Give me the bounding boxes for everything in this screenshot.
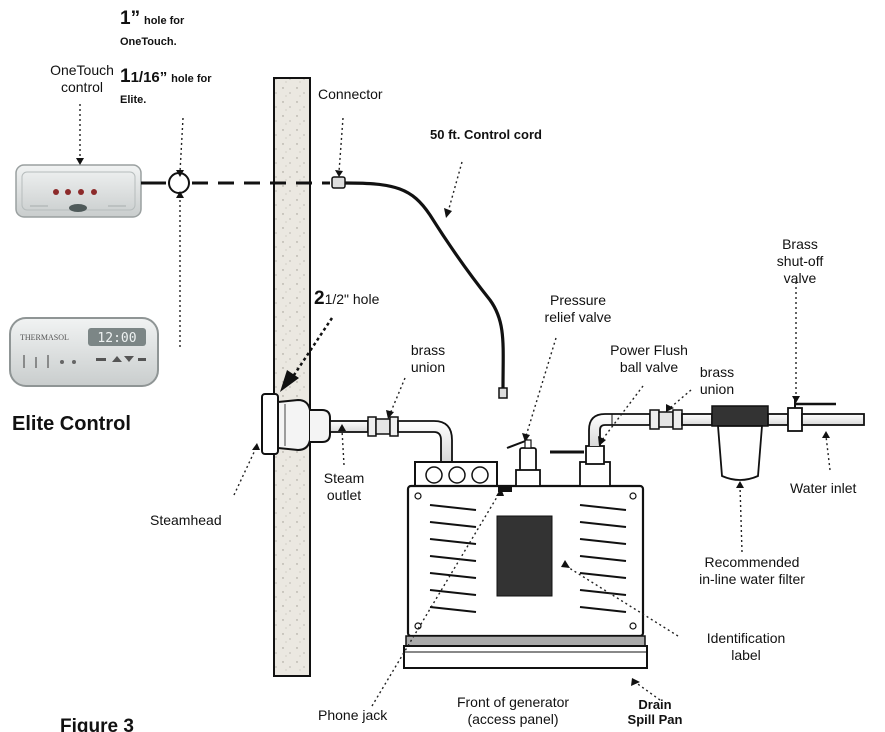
elite-hole-product: Elite. xyxy=(120,94,147,106)
steamhead-hole-whole: 2 xyxy=(314,288,325,309)
power-flush-line2: ball valve xyxy=(619,359,679,375)
drain-spill-pan xyxy=(405,635,646,647)
water-inlet-label: Water inlet xyxy=(790,480,857,496)
onetouch-hole-product: OneTouch. xyxy=(120,36,177,48)
drain-line1: Drain xyxy=(638,697,672,712)
leader-lines xyxy=(79,104,831,707)
identification-label-text: Identification label xyxy=(686,630,806,664)
id-label-line1: Identification xyxy=(706,630,786,646)
brass-union-1-line2: union xyxy=(410,359,446,375)
phone-jack-port xyxy=(498,486,512,492)
svg-text:THERMASOL: THERMASOL xyxy=(20,333,69,342)
figure-caption: Figure 3 xyxy=(60,716,134,732)
power-flush-line1: Power Flush xyxy=(610,342,688,358)
power-flush-label: Power Flush ball valve xyxy=(588,342,710,376)
identification-label-plate xyxy=(496,515,553,597)
steam-outlet-label: Steam outlet xyxy=(316,470,372,504)
svg-text:12:00: 12:00 xyxy=(97,331,136,346)
brass-union-2-line2: union xyxy=(699,381,735,397)
phone-jack-label: Phone jack xyxy=(318,707,388,723)
hole-arrowhead xyxy=(280,370,299,392)
connector-label: Connector xyxy=(318,86,383,102)
water-filter-label: Recommended in-line water filter xyxy=(670,554,834,588)
pressure-relief-line2: relief valve xyxy=(544,309,612,325)
filter-line2: in-line water filter xyxy=(699,571,805,587)
front-of-generator-label: Front of generator (access panel) xyxy=(438,694,588,728)
elite-hole-size-whole: 1 xyxy=(120,66,131,87)
elite-control-device: THERMASOL 12:00 xyxy=(9,317,159,387)
water-line xyxy=(649,396,865,481)
brass-union-1-line1: brass xyxy=(410,342,446,358)
steamhead-label: Steamhead xyxy=(150,512,222,528)
onetouch-hole-size: 1” xyxy=(120,8,141,29)
shutoff-valve-label: Brass shut-off valve xyxy=(760,236,840,287)
filter-line1: Recommended xyxy=(704,554,800,570)
steam-pipe xyxy=(329,416,453,463)
id-label-line2: label xyxy=(731,647,761,663)
brass-union-label-1: brass union xyxy=(396,342,460,376)
steamhead-hole-rest: 1/2" hole xyxy=(324,291,380,307)
cord-connector xyxy=(331,176,346,189)
control-hole xyxy=(168,172,190,194)
brass-shutoff-valve xyxy=(787,407,803,432)
steamhead-hole-label: 21/2" hole xyxy=(314,288,380,309)
onetouch-hole-text: hole for xyxy=(143,15,185,27)
onetouch-label-line2: control xyxy=(60,79,104,95)
elite-hole-note: 11/16” hole for xyxy=(120,66,212,88)
onetouch-control-device xyxy=(15,164,142,218)
onetouch-control-label: OneTouch control xyxy=(34,62,130,96)
steam-outlet-line1: Steam xyxy=(323,470,365,486)
shutoff-line1: Brass xyxy=(782,236,818,252)
front-line1: Front of generator xyxy=(456,694,570,710)
brass-union-label-2: brass union xyxy=(686,364,748,398)
steamhead xyxy=(261,393,331,455)
water-filter xyxy=(711,405,769,427)
control-cord-label: 50 ft. Control cord xyxy=(430,127,542,142)
leader-arrowheads xyxy=(76,158,830,686)
drain-spill-pan-label: Drain Spill Pan xyxy=(610,697,700,727)
elite-hole-text: hole for xyxy=(171,73,212,85)
control-cord xyxy=(344,181,505,389)
pressure-relief-label: Pressure relief valve xyxy=(526,292,630,326)
shutoff-line2: shut-off xyxy=(776,253,824,269)
shutoff-line3: valve xyxy=(783,270,817,286)
onetouch-hole-note: 1” hole for xyxy=(120,8,185,30)
steam-outlet-line2: outlet xyxy=(326,487,362,503)
brass-union-2-line1: brass xyxy=(699,364,735,380)
pressure-relief-valve xyxy=(506,439,541,487)
drain-line2: Spill Pan xyxy=(627,712,683,727)
elite-control-label: Elite Control xyxy=(12,413,131,435)
hole-arrow-line xyxy=(290,317,334,379)
onetouch-label-line1: OneTouch xyxy=(50,62,114,78)
power-flush-valve xyxy=(550,413,651,487)
pressure-relief-line1: Pressure xyxy=(549,292,607,308)
front-line2: (access panel) xyxy=(467,711,559,727)
steam-generator xyxy=(403,461,648,669)
elite-hole-size-fraction: 1/16” xyxy=(130,69,168,86)
